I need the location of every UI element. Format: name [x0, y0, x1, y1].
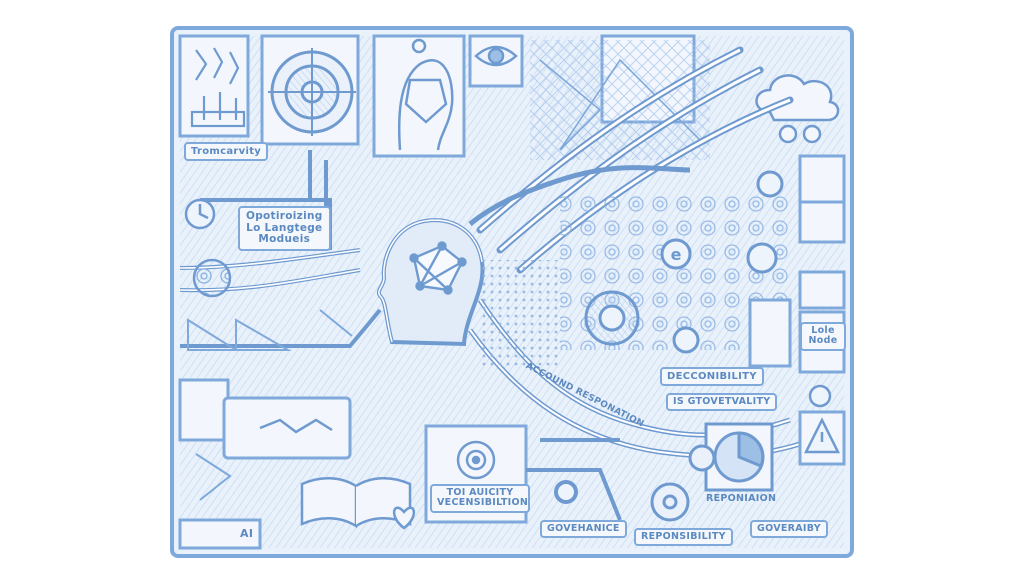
open-book-icon: [300, 477, 412, 529]
label-optimizing-line1: Opotiroizing: [246, 210, 323, 222]
label-toi-line2: VECENSIBILTION: [437, 497, 529, 509]
svg-text:e: e: [671, 245, 682, 264]
label-accountability: IS GTOVETVALITY: [666, 393, 778, 412]
label-toi-block: TOI AUICITY VECENSIBILTION: [430, 484, 530, 513]
brain-circuit-icon: [409, 241, 467, 295]
warning-triangle-icon: [803, 417, 841, 454]
pie-chart-icon: [704, 422, 774, 492]
label-node: Node: [808, 335, 838, 347]
label-optimizing-language-models: Opotiroizing Lo Langtege Modueis: [238, 206, 331, 251]
label-goveraiby: GOVERAIBY: [750, 520, 828, 539]
label-govehanice: GOVEHANICE: [540, 520, 627, 539]
label-decconibility: DECCONIBILITY: [660, 367, 764, 386]
label-ai: AI: [240, 527, 254, 540]
label-optimizing-line3: Modueis: [258, 233, 311, 246]
label-tromcarvity: Tromcarvity: [184, 142, 269, 161]
human-head-icon: [397, 38, 454, 151]
eye-icon: [474, 45, 518, 67]
label-repsoniation: REPONIAION: [706, 493, 777, 504]
label-optimizing-line2: Lo Langtege: [246, 221, 323, 234]
label-toi-line1: TOI AUICITY: [446, 487, 514, 498]
heart-icon: [393, 506, 415, 530]
label-lole-node: Lole Node: [800, 322, 846, 351]
gear-icon: [268, 48, 356, 136]
label-lole: Lole: [811, 325, 835, 336]
label-responsibility: REPONSIBILITY: [634, 528, 733, 547]
clock-icon: [184, 198, 232, 298]
